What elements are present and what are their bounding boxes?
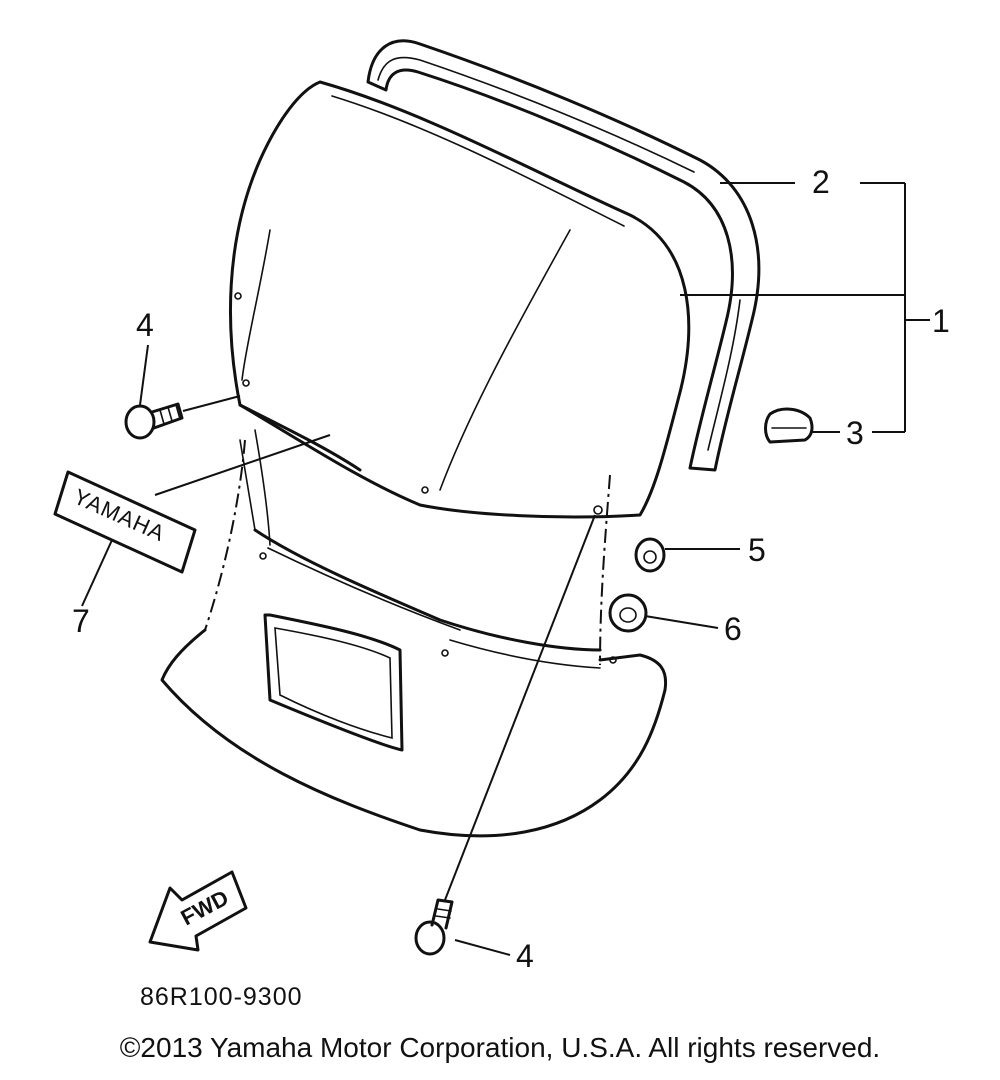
callout-1: 1 <box>932 303 950 339</box>
grommet-part <box>608 593 648 633</box>
front-cowling <box>160 429 668 838</box>
windshield-screen <box>229 80 691 519</box>
copyright-notice: ©2013 Yamaha Motor Corporation, U.S.A. A… <box>119 1032 881 1063</box>
forward-arrow: FWD <box>148 870 248 952</box>
screw-part-top <box>124 402 184 440</box>
screw-part-bottom <box>414 898 454 956</box>
callout-4-top: 4 <box>136 307 154 343</box>
callout-labels: 1 2 3 4 4 5 6 7 <box>72 164 950 974</box>
callout-5: 5 <box>748 532 766 568</box>
nut-part <box>634 537 666 573</box>
yamaha-emblem: YAMAHA <box>53 470 197 574</box>
fwd-label: FWD <box>177 885 233 931</box>
callout-7: 7 <box>72 603 90 639</box>
callout-3: 3 <box>846 415 864 451</box>
callout-4-bottom: 4 <box>516 938 534 974</box>
leader-lines <box>81 182 930 956</box>
windshield-molding <box>366 39 761 472</box>
clip-part <box>764 407 814 444</box>
emblem-label: YAMAHA <box>70 484 169 546</box>
callout-6: 6 <box>724 611 742 647</box>
diagram-code: 86R100-9300 <box>140 983 303 1011</box>
callout-2: 2 <box>812 164 830 200</box>
